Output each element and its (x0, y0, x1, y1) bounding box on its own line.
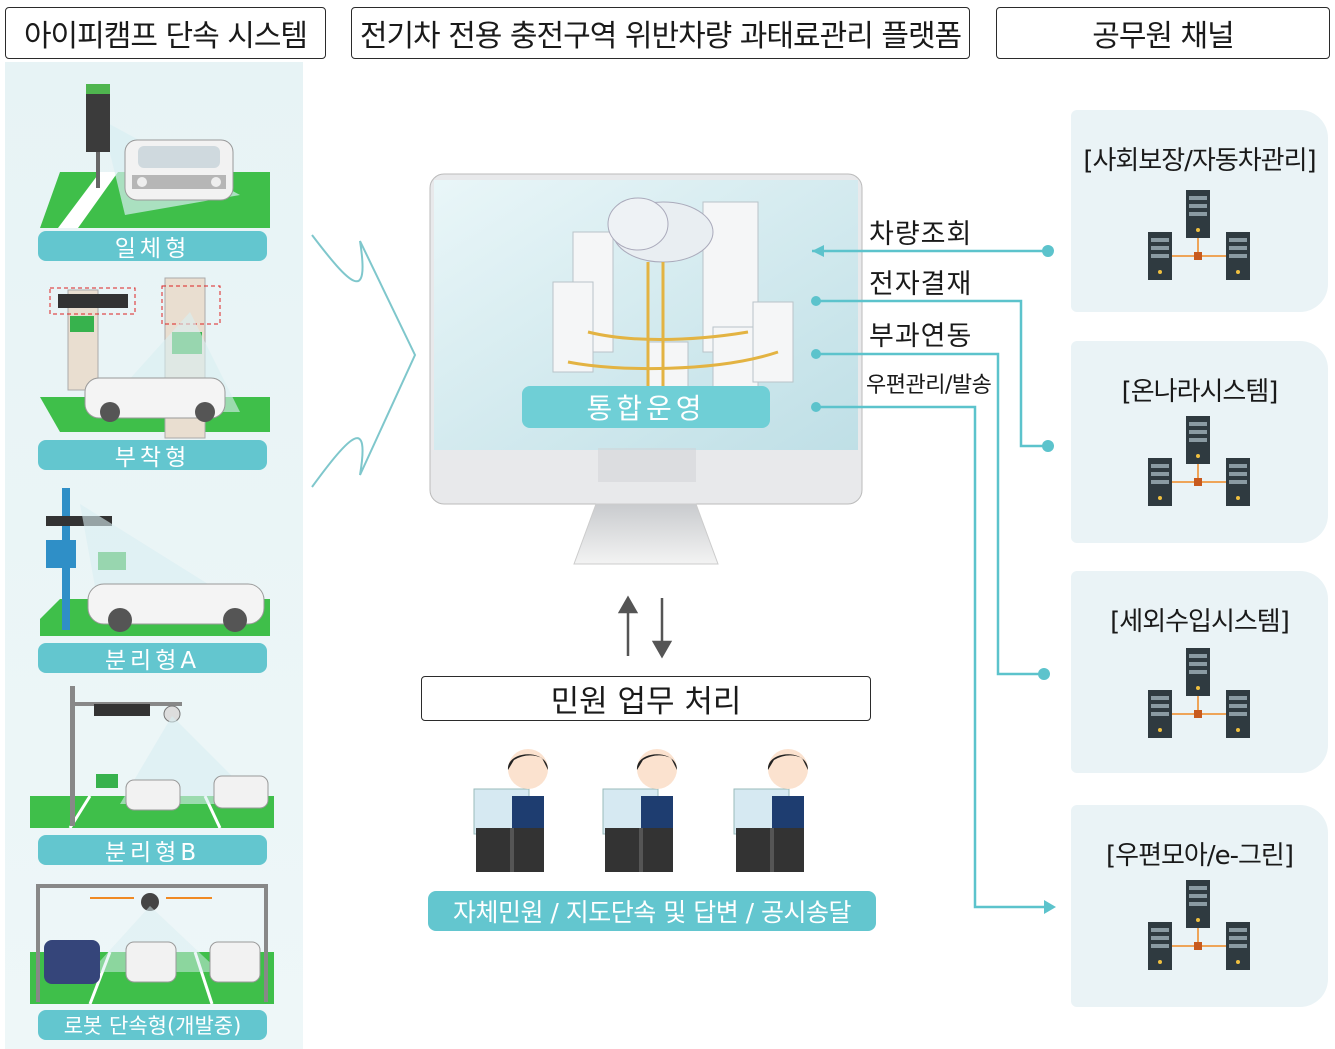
robot-type-illustration (30, 884, 274, 1005)
type-label-robot: 로봇 단속형(개발중) (38, 1010, 267, 1040)
separated-a-illustration (40, 488, 270, 636)
link-label-vehicle-lookup: 차량조회 (869, 219, 973, 250)
integrated-operation-label: 통합운영 (522, 386, 770, 428)
server-network-icons (1140, 0, 1260, 1049)
header-enforcement-system: 아이피캠프 단속 시스템 (5, 7, 326, 59)
type-label-integrated: 일체형 (38, 231, 267, 262)
channel-name: [온나라시스템] (1121, 377, 1279, 407)
type-label-attached: 부착형 (38, 440, 267, 471)
operators-illustration (473, 749, 808, 872)
link-label-postal: 우편관리/발송 (866, 373, 992, 398)
attached-type-illustration (40, 277, 270, 439)
civil-processing-box: 민원 업무 처리 (421, 676, 871, 721)
channel-non-tax-revenue: [세외수입시스템] (1071, 571, 1328, 773)
header-official-channel: 공무원 채널 (996, 7, 1330, 59)
type-label-separated-b: 분리형B (38, 835, 267, 866)
channel-social-vehicle: [사회보장/자동차관리] (1071, 110, 1328, 312)
header-platform: 전기차 전용 충전구역 위반차량 과태료관리 플랫폼 (351, 7, 970, 59)
civil-tasks-label: 자체민원 / 지도단속 및 답변 / 공시송달 (428, 891, 876, 931)
channel-name: [세외수입시스템] (1110, 607, 1290, 637)
integrated-type-illustration (40, 84, 270, 228)
flow-chevron-arrow (311, 234, 417, 488)
link-label-levy-link: 부과연동 (869, 321, 973, 352)
type-label-separated-a: 분리형A (38, 643, 267, 674)
channel-name: [사회보장/자동차관리] (1083, 146, 1316, 176)
link-label-e-approval: 전자결재 (869, 269, 973, 300)
separated-b-illustration (30, 686, 274, 829)
channel-name: [우편모아/e-그린] (1106, 841, 1294, 871)
